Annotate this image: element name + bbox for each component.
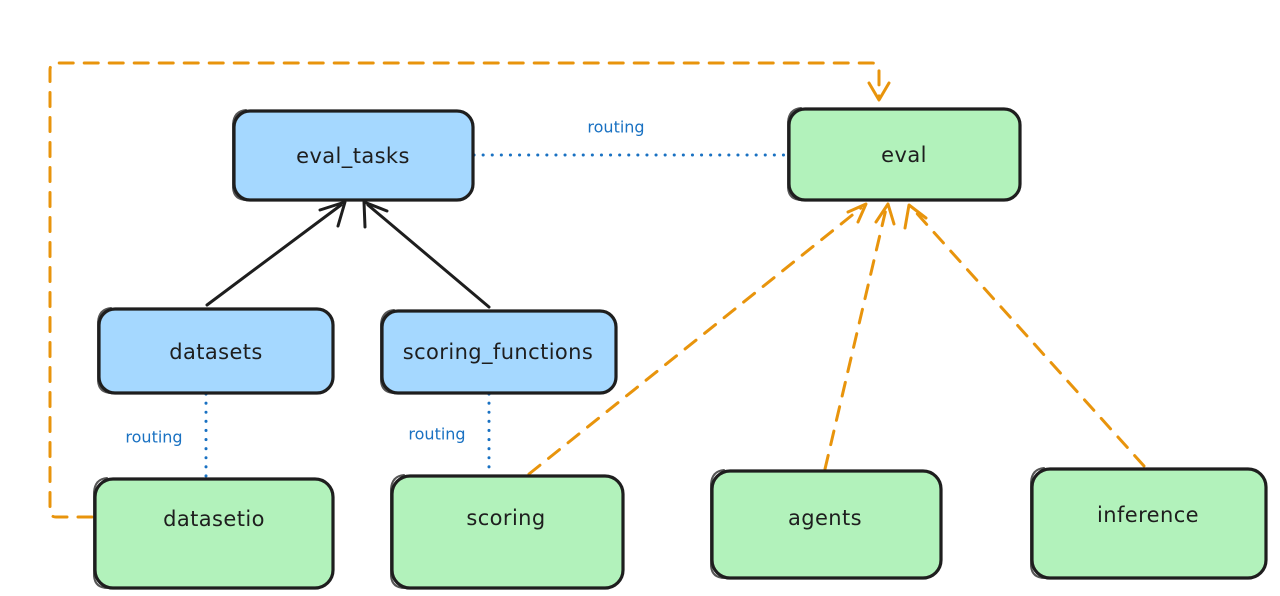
edge-datasets-to-eval-tasks[interactable] — [205, 200, 347, 307]
edge-scoring-functions-to-eval-tasks[interactable] — [362, 200, 491, 309]
node-scoring-functions[interactable]: scoring_functions — [380, 309, 618, 395]
edge-label-routing-eval-tasks: routing — [587, 118, 644, 137]
node-label-eval: eval — [881, 143, 927, 167]
node-scoring[interactable]: scoring — [390, 474, 625, 590]
node-label-datasetio: datasetio — [163, 507, 265, 531]
node-datasetio[interactable]: datasetio — [93, 477, 335, 590]
node-inference[interactable]: inference — [1030, 467, 1268, 580]
node-agents[interactable]: agents — [710, 469, 943, 580]
node-datasets[interactable]: datasets — [97, 307, 335, 395]
node-eval-tasks[interactable]: eval_tasks — [232, 109, 475, 202]
edge-scoring-to-eval[interactable] — [527, 202, 868, 476]
node-label-eval-tasks: eval_tasks — [296, 144, 410, 169]
node-label-datasets: datasets — [169, 340, 263, 364]
edge-label-routing-scoring-functions: routing — [408, 425, 465, 444]
node-label-scoring-functions: scoring_functions — [403, 340, 593, 365]
edge-datasetio-to-eval[interactable] — [48, 61, 891, 519]
edge-label-routing-datasets: routing — [125, 428, 182, 447]
edge-agents-to-eval[interactable] — [823, 202, 896, 471]
node-label-agents: agents — [788, 506, 862, 530]
edge-inference-to-eval[interactable] — [903, 203, 1146, 468]
node-label-inference: inference — [1097, 503, 1199, 527]
node-eval[interactable]: eval — [787, 107, 1022, 202]
node-label-scoring: scoring — [466, 506, 545, 530]
